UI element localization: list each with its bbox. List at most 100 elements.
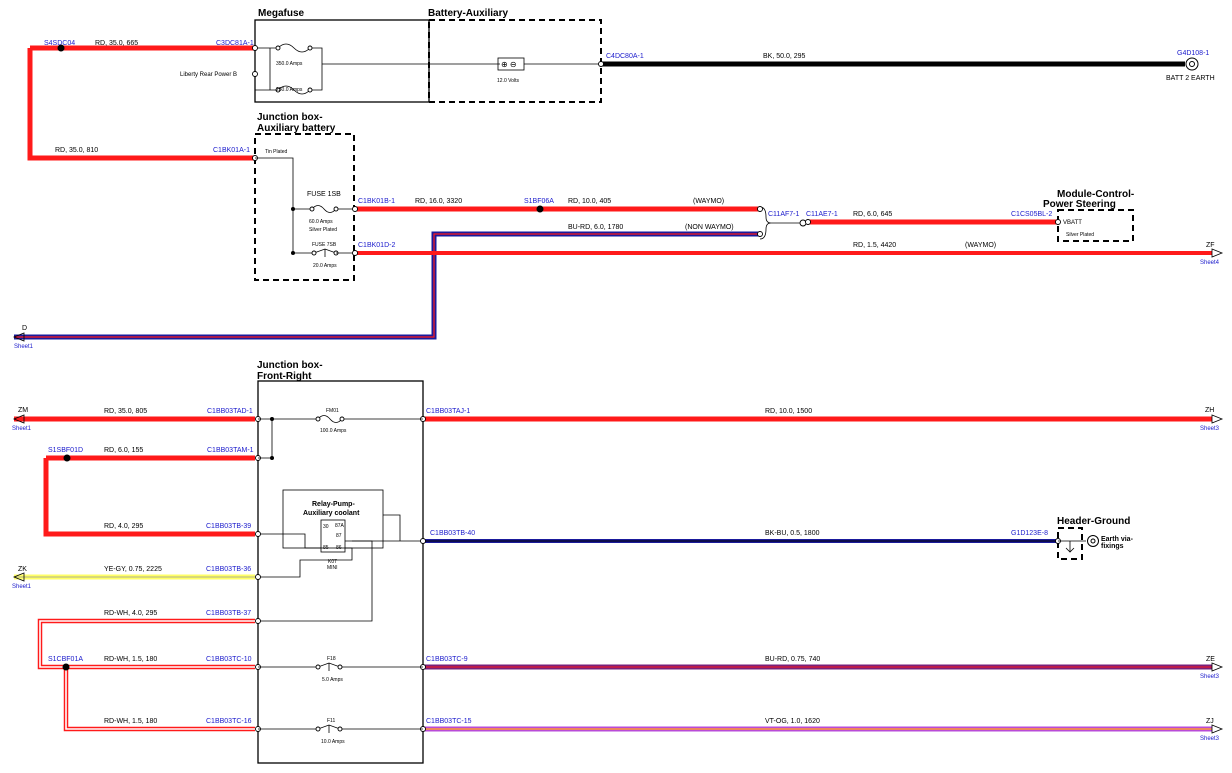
jb-aux-fuse2-name: FUSE 7SB xyxy=(312,242,337,248)
conn-c1bb03tb-36: C1BB03TB-36 xyxy=(206,566,251,573)
wire-rd-155-295[interactable] xyxy=(43,455,255,537)
conn-c1bb03tb-40: C1BB03TB-40 xyxy=(430,530,475,537)
conn-c1bb03tc-16: C1BB03TC-16 xyxy=(206,718,252,725)
jb-aux-battery-box xyxy=(254,133,355,281)
splice-s1cbf01a xyxy=(62,663,70,671)
wire-bu-rd-1780[interactable] xyxy=(14,231,760,340)
svg-text:ZJ: ZJ xyxy=(1206,718,1214,725)
svg-text:Sheet3: Sheet3 xyxy=(1200,674,1220,680)
conn-c11ae7-1: C11AE7-1 xyxy=(806,211,838,218)
conn-c1bk01b-1: C1BK01B-1 xyxy=(358,198,395,205)
label-w-4420: RD, 1.5, 4420 xyxy=(853,242,896,249)
relay-pin-86: 86 xyxy=(336,545,342,551)
conn-c1cs05bl-2: C1CS05BL-2 xyxy=(1011,211,1052,218)
svg-text:Sheet1: Sheet1 xyxy=(12,584,32,590)
conn-g4d108-1: G4D108-1 xyxy=(1177,50,1209,57)
megafuse-title: Megafuse xyxy=(258,8,305,19)
svg-text:ZK: ZK xyxy=(18,566,27,573)
label-w-810: RD, 35.0, 810 xyxy=(55,147,98,154)
label-w-1500: RD, 10.0, 1500 xyxy=(765,408,812,415)
offsheet-zk[interactable]: ZK Sheet1 xyxy=(12,566,32,590)
label-w-740: BU-RD, 0.75, 740 xyxy=(765,656,820,663)
splice-s1bf06a xyxy=(536,205,544,213)
jb-fr-f11-name: F11 xyxy=(327,718,335,724)
jb-aux-fuse1-rating: 60.0 Amps xyxy=(309,219,333,225)
wire-rd-wh-group[interactable] xyxy=(37,618,255,732)
jb-aux-fuse1-plating: Silver Plated xyxy=(309,227,337,233)
battery-aux-box xyxy=(428,19,602,103)
battery-aux-title: Battery-Auxiliary xyxy=(428,8,508,19)
label-w-295-rd: RD, 4.0, 295 xyxy=(104,523,143,530)
wire-rd-665[interactable] xyxy=(27,45,255,161)
jb-aux-tin: Tin Plated xyxy=(265,149,288,155)
relay-title-2: Auxiliary coolant xyxy=(303,510,360,517)
module-ps-title-1: Module-Control- xyxy=(1057,189,1134,200)
header-earth-label-2: fixings xyxy=(1101,543,1124,550)
offsheet-zj[interactable]: ZJ Sheet3 xyxy=(1200,718,1224,742)
label-w-1780-tag: (NON WAYMO) xyxy=(685,224,734,231)
label-w-4420-tag: (WAYMO) xyxy=(965,242,996,249)
conn-c1bk01d-2: C1BK01D-2 xyxy=(358,242,395,249)
megafuse-box xyxy=(254,19,430,103)
megafuse-fuse-a: 350.0 Amps xyxy=(276,61,303,67)
relay-pin-87a: 87A xyxy=(335,523,345,529)
svg-text:Sheet3: Sheet3 xyxy=(1200,736,1220,742)
label-w-295-bk: BK, 50.0, 295 xyxy=(763,53,806,60)
svg-text:ZE: ZE xyxy=(1206,656,1215,663)
conn-c1bb03tc-10: C1BB03TC-10 xyxy=(206,656,252,663)
svg-text:D: D xyxy=(22,325,27,332)
relay-title-1: Relay-Pump- xyxy=(312,501,355,508)
splice-s1sbf01d xyxy=(63,454,71,462)
conn-c1bb03tam-1: C1BB03TAM-1 xyxy=(207,447,254,454)
splice-s4sdc04 xyxy=(57,44,65,52)
offsheet-zm[interactable]: ZM Sheet1 xyxy=(12,407,32,432)
relay-pin-85: 85 xyxy=(323,545,329,551)
label-w-155: RD, 6.0, 155 xyxy=(104,447,143,454)
relay-pin-30: 30 xyxy=(323,524,329,530)
offsheet-zh[interactable]: ZH Sheet3 xyxy=(1200,407,1224,432)
label-w-1780: BU-RD, 6.0, 1780 xyxy=(568,224,623,231)
label-w-405-tag: (WAYMO) xyxy=(693,198,724,205)
conn-c1bb03tb-39: C1BB03TB-39 xyxy=(206,523,251,530)
svg-text:Sheet4: Sheet4 xyxy=(1200,260,1220,266)
offsheet-ze[interactable]: ZE Sheet3 xyxy=(1200,656,1224,680)
label-w-295-rdwh: RD-WH, 4.0, 295 xyxy=(104,610,157,617)
relay-id: K07 xyxy=(328,559,337,565)
jb-aux-fuse2-rating: 20.0 Amps xyxy=(313,263,337,269)
megafuse-fuse-b: 250.0 Amps xyxy=(276,87,303,93)
conn-s1bf06a: S1BF06A xyxy=(524,198,554,205)
batt-earth-label: BATT 2 EARTH xyxy=(1166,75,1215,82)
label-w-1620: VT-OG, 1.0, 1620 xyxy=(765,718,820,725)
label-w-180-b: RD-WH, 1.5, 180 xyxy=(104,718,157,725)
module-ps-pin: VBATT xyxy=(1063,220,1082,226)
label-w-405: RD, 10.0, 405 xyxy=(568,198,611,205)
jb-aux-title-2: Auxiliary battery xyxy=(257,123,336,134)
conn-c4dc80a-1: C4DC80A-1 xyxy=(606,53,644,60)
label-w-665: RD, 35.0, 665 xyxy=(95,40,138,47)
label-w-2225: YE-GY, 0.75, 2225 xyxy=(104,566,162,573)
jb-front-right-box xyxy=(257,380,424,764)
label-w-805: RD, 35.0, 805 xyxy=(104,408,147,415)
relay-symbol-icon xyxy=(320,519,346,553)
label-w-1800: BK-BU, 0.5, 1800 xyxy=(765,530,820,537)
jb-aux-title-1: Junction box- xyxy=(257,112,323,123)
offsheet-zf[interactable]: ZF Sheet4 xyxy=(1200,242,1224,266)
conn-c1bk01a-1: C1BK01A-1 xyxy=(213,147,250,154)
svg-text:ZF: ZF xyxy=(1206,242,1215,249)
jb-fr-title-1: Junction box- xyxy=(257,360,323,371)
conn-g1d123e-8: G1D123E-8 xyxy=(1011,530,1048,537)
label-w-645: RD, 6.0, 645 xyxy=(853,211,892,218)
relay-type: MINI xyxy=(327,565,338,571)
conn-s4sdc04: S4SDC04 xyxy=(44,40,75,47)
svg-text:Sheet1: Sheet1 xyxy=(14,344,34,350)
jb-fr-fm01-name: FM01 xyxy=(326,408,339,414)
conn-c1bb03taj-1: C1BB03TAJ-1 xyxy=(426,408,470,415)
svg-text:Sheet3: Sheet3 xyxy=(1200,426,1220,432)
conn-s1sbf01d: S1SBF01D xyxy=(48,447,83,454)
header-ground-title: Header-Ground xyxy=(1057,516,1130,527)
label-w-3320: RD, 16.0, 3320 xyxy=(415,198,462,205)
module-ps-box xyxy=(1057,209,1134,242)
conn-c1bb03tad-1: C1BB03TAD-1 xyxy=(207,408,253,415)
offsheet-d[interactable]: D Sheet1 xyxy=(12,325,34,350)
